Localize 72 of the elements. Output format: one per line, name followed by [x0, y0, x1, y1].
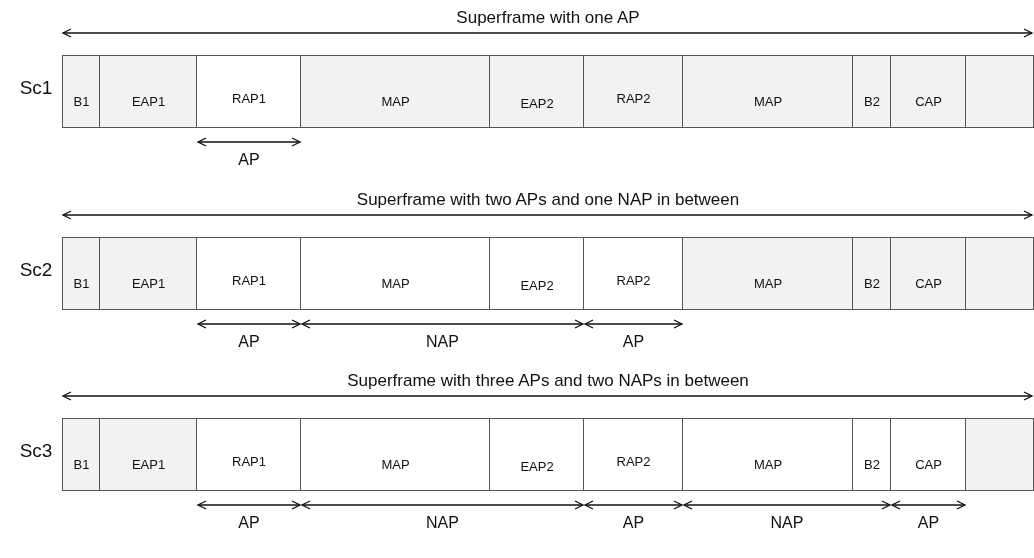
- time-slot: [890, 418, 967, 491]
- slot-label: RAP1: [232, 273, 266, 290]
- time-slot: [196, 237, 302, 310]
- time-slot: [682, 55, 854, 128]
- superframe-label: Superframe with one AP: [456, 8, 640, 28]
- superframe-label: Superframe with two APs and one NAP in between: [356, 190, 740, 210]
- slot-label: CAP: [915, 94, 942, 111]
- time-slot: [196, 418, 302, 491]
- slot-label: EAP1: [131, 94, 166, 111]
- slot-label: B1: [73, 276, 90, 293]
- period-label: AP: [622, 333, 645, 351]
- time-slot: [99, 418, 198, 491]
- period-label: AP: [238, 333, 260, 351]
- scenario-label: Sc2: [19, 259, 53, 281]
- time-slot: [489, 418, 585, 491]
- time-slot: [99, 55, 198, 128]
- time-slot: [852, 55, 892, 128]
- slot-label: MAP: [381, 276, 410, 293]
- scenario-label: Sc1: [19, 77, 53, 99]
- time-slot: [852, 237, 892, 310]
- time-slot: [583, 418, 684, 491]
- slot-label: EAP2: [520, 96, 554, 113]
- slot-label: B1: [73, 457, 90, 474]
- time-slot: [62, 55, 101, 128]
- slot-label: RAP2: [616, 273, 651, 290]
- time-slot: [99, 237, 198, 310]
- time-slot: [300, 418, 491, 491]
- time-slot: [583, 237, 684, 310]
- slot-label: CAP: [915, 276, 942, 293]
- slot-label: MAP: [753, 457, 783, 474]
- slot-label: EAP1: [131, 276, 166, 293]
- period-label: AP: [238, 151, 260, 169]
- slot-label: B2: [864, 457, 880, 474]
- slot-label: EAP2: [520, 278, 554, 295]
- slot-label: RAP2: [616, 454, 651, 471]
- empty-slot: [965, 55, 1034, 128]
- slot-label: MAP: [381, 457, 410, 474]
- slot-label: RAP2: [616, 91, 651, 108]
- empty-slot: [965, 237, 1034, 310]
- time-slot: [682, 237, 854, 310]
- period-label: AP: [238, 514, 260, 532]
- time-slot: [300, 55, 491, 128]
- period-label: NAP: [426, 333, 459, 351]
- period-label: NAP: [426, 514, 459, 532]
- time-slot: [583, 55, 684, 128]
- period-label: NAP: [770, 514, 804, 532]
- period-label: AP: [622, 514, 645, 532]
- time-slot: [489, 55, 585, 128]
- slot-label: CAP: [915, 457, 942, 474]
- time-slot: [489, 237, 585, 310]
- slot-label: EAP1: [131, 457, 166, 474]
- slot-label: B2: [864, 276, 880, 293]
- superframe-label: Superframe with three APs and two NAPs in between: [347, 371, 749, 391]
- scenario-label: Sc3: [19, 440, 53, 462]
- period-label: AP: [917, 514, 940, 532]
- slot-label: EAP2: [520, 459, 554, 476]
- time-slot: [62, 418, 101, 491]
- slot-label: B2: [864, 94, 880, 111]
- slot-label: B1: [73, 94, 90, 111]
- time-slot: [852, 418, 892, 491]
- time-slot: [62, 237, 101, 310]
- time-slot: [682, 418, 854, 491]
- time-slot: [890, 237, 967, 310]
- time-slot: [890, 55, 967, 128]
- slot-label: MAP: [753, 276, 783, 293]
- slot-label: MAP: [381, 94, 410, 111]
- slot-label: RAP1: [232, 91, 266, 108]
- time-slot: [300, 237, 491, 310]
- empty-slot: [965, 418, 1034, 491]
- slot-label: MAP: [753, 94, 783, 111]
- time-slot: [196, 55, 302, 128]
- slot-label: RAP1: [232, 454, 266, 471]
